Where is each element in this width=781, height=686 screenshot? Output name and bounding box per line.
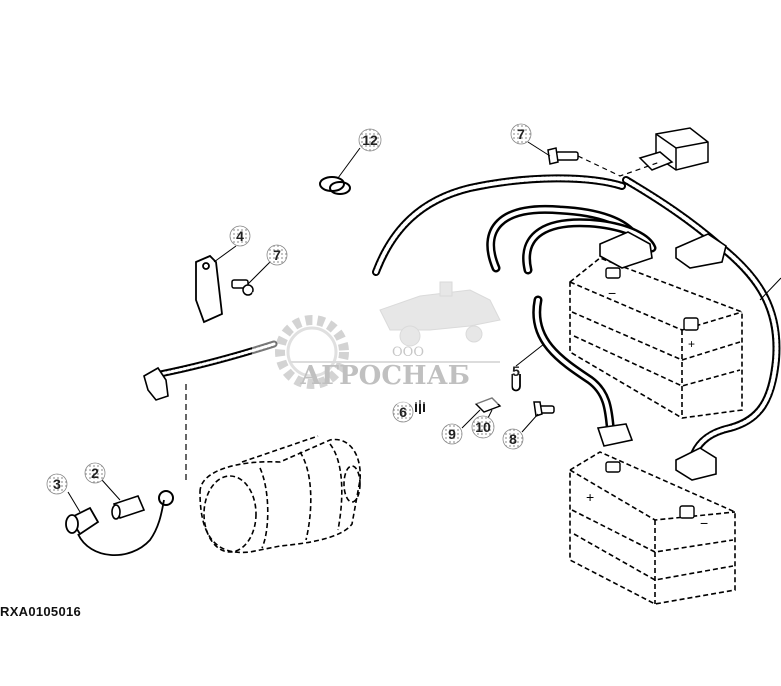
callout-3: 6 bbox=[392, 401, 414, 423]
callout-3-label: 6 bbox=[399, 404, 407, 420]
callout-7-left: 7 bbox=[266, 244, 288, 266]
bolt-8 bbox=[533, 401, 555, 417]
callout-leaders bbox=[67, 141, 781, 513]
watermark: ООО АГРОСНАБ bbox=[252, 281, 512, 404]
terminal-5 bbox=[111, 495, 146, 520]
callout-7-top: 7 bbox=[510, 123, 532, 145]
callout-10-label: 10 bbox=[475, 419, 491, 435]
callout-12-label: 12 bbox=[362, 132, 378, 148]
leader-dashed-7 bbox=[577, 155, 661, 177]
callout-7-top-label: 7 bbox=[517, 126, 525, 142]
callout-4-label: 3 bbox=[53, 476, 61, 492]
callouts: 12 4 7 7 3 2 6 9 bbox=[46, 123, 532, 495]
battery-cables bbox=[486, 204, 657, 445]
clamp-12 bbox=[319, 176, 351, 195]
gear-icon bbox=[275, 315, 349, 389]
battery-lower bbox=[569, 451, 736, 605]
callout-8-label: 8 bbox=[509, 431, 517, 447]
bracket-6 bbox=[195, 254, 223, 324]
starter-motor bbox=[199, 435, 361, 554]
starter-cable bbox=[156, 340, 278, 378]
battery-upper bbox=[569, 257, 743, 419]
cable-clamps bbox=[596, 231, 653, 447]
svg-text:+: + bbox=[688, 337, 695, 351]
watermark-prefix: ООО bbox=[392, 345, 424, 360]
callout-4: 3 bbox=[46, 473, 68, 495]
drawing-code: RXA0105016 bbox=[0, 604, 82, 619]
harvester-icon bbox=[379, 281, 501, 347]
callout-2-label: 5 bbox=[512, 363, 520, 379]
part-3 bbox=[415, 400, 425, 414]
part-2 bbox=[511, 374, 521, 392]
bolt-7-left bbox=[231, 279, 254, 296]
battery-lower-terminals: + − bbox=[586, 461, 708, 531]
starter-terminal bbox=[158, 490, 174, 506]
svg-text:−: − bbox=[700, 515, 708, 531]
svg-text:+: + bbox=[586, 489, 594, 505]
callout-8: 8 bbox=[502, 428, 524, 450]
terminal-cap-4 bbox=[65, 499, 165, 556]
callout-7-left-label: 7 bbox=[273, 247, 281, 263]
callout-5: 2 bbox=[84, 462, 106, 484]
harness-upper bbox=[372, 174, 781, 458]
callout-6: 4 bbox=[229, 225, 251, 247]
callout-5-label: 2 bbox=[91, 465, 99, 481]
callout-2: 5 bbox=[512, 363, 520, 379]
callout-6-label: 4 bbox=[236, 228, 244, 244]
battery-upper-terminals: + − bbox=[605, 267, 699, 351]
harness-connectors bbox=[675, 233, 727, 481]
callout-10: 10 bbox=[471, 415, 495, 439]
relay-block bbox=[638, 127, 709, 171]
watermark-name: АГРОСНАБ bbox=[300, 361, 470, 391]
callout-12: 12 bbox=[358, 128, 382, 152]
callout-9: 9 bbox=[441, 423, 463, 445]
svg-text:−: − bbox=[608, 285, 616, 301]
washer-9-10 bbox=[474, 397, 502, 413]
starter-cable-lug bbox=[143, 366, 169, 401]
bolt-7-top bbox=[547, 147, 579, 165]
callout-9-label: 9 bbox=[448, 426, 456, 442]
